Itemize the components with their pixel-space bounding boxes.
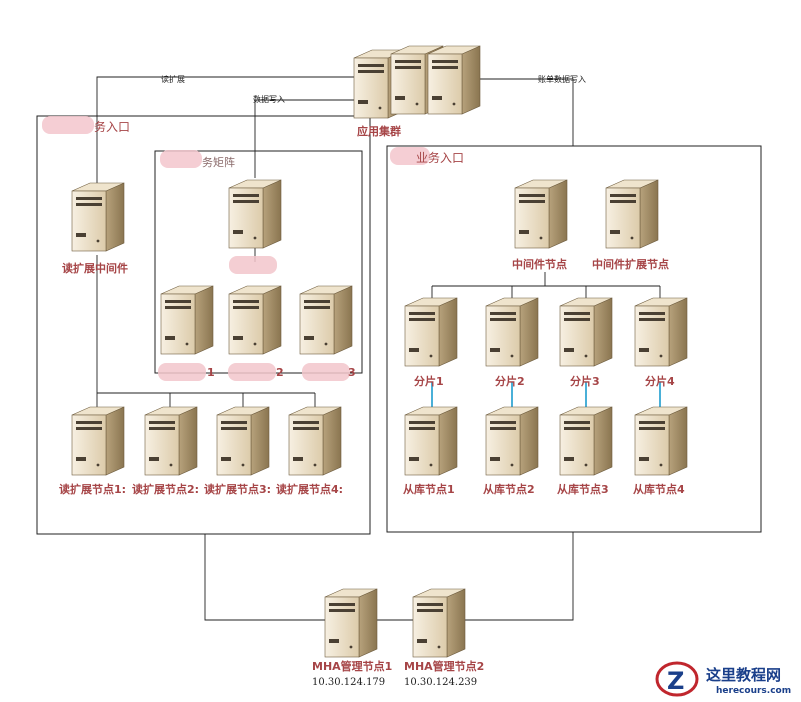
- middleware-label: 中间件节点: [512, 257, 567, 271]
- mha-server-2: [412, 588, 466, 658]
- read-expand-line: [96, 76, 358, 183]
- mha-node-1-label: MHA管理节点1: [312, 659, 392, 673]
- matrix-sub-label-3: 3: [348, 366, 356, 379]
- right-section-frame: [386, 145, 762, 533]
- slave-server-4: [634, 406, 688, 476]
- slave-server-3: [559, 406, 613, 476]
- slave-label-1: 从库节点1: [403, 482, 455, 496]
- matrix-section-title: 务矩阵: [202, 155, 235, 169]
- matrix-server-1: [160, 285, 214, 355]
- slave-server-1: [404, 406, 458, 476]
- middleware-server: [514, 179, 568, 249]
- matrix-sub-label-2: 2: [276, 366, 284, 379]
- slave-label-3: 从库节点3: [557, 482, 609, 496]
- ledger-write-line: [478, 78, 574, 146]
- shard-server-4: [634, 297, 688, 367]
- data-write-edge-label: 数据写入: [253, 94, 285, 104]
- expand-node-server-3: [216, 406, 270, 476]
- shard-server-3: [559, 297, 613, 367]
- replication-links: [431, 382, 661, 408]
- middleware-ext-server: [605, 179, 659, 249]
- app-server-3: [427, 45, 481, 115]
- redaction-blurs: [42, 116, 430, 381]
- shard-label-1: 分片1: [414, 374, 444, 388]
- matrix-top-server: [228, 179, 282, 249]
- middleware-ext-label: 中间件扩展节点: [592, 257, 669, 271]
- shard-label-3: 分片3: [570, 374, 600, 388]
- mha-node-1-ip: 10.30.124.179: [312, 677, 385, 688]
- logo-cn-text: 这里教程网: [706, 666, 781, 684]
- data-write-line: [254, 99, 358, 178]
- matrix-server-2: [228, 285, 282, 355]
- expand-node-server-2: [144, 406, 198, 476]
- shard-server-1: [404, 297, 458, 367]
- logo-en-text: herecours.com: [716, 686, 791, 696]
- connector-lines: [96, 76, 661, 621]
- slave-label-2: 从库节点2: [483, 482, 535, 496]
- left-section-title: 务入口: [94, 119, 130, 134]
- logo-ring-icon: [655, 661, 699, 697]
- shard-server-2: [485, 297, 539, 367]
- expand-node-label-4: 读扩展节点4:: [276, 482, 343, 496]
- expand-node-server-4: [288, 406, 342, 476]
- shard-label-4: 分片4: [645, 374, 675, 388]
- matrix-sub-label-1: 1: [207, 366, 215, 379]
- read-expand-edge-label: 读扩展: [161, 74, 185, 84]
- right-section-title: 业务入口: [416, 150, 464, 165]
- slave-label-4: 从库节点4: [633, 482, 685, 496]
- ledger-write-edge-label: 账单数据写入: [538, 74, 586, 84]
- logo-z-icon: Z: [667, 667, 684, 695]
- shard-label-2: 分片2: [495, 374, 525, 388]
- left-middleware-label: 读扩展中间件: [62, 261, 128, 275]
- watermark-logo: Z 这里教程网 herecours.com: [655, 661, 791, 697]
- left-middleware-server: [71, 182, 125, 252]
- expand-node-label-1: 读扩展节点1:: [59, 482, 126, 496]
- mha-server-1: [324, 588, 378, 658]
- expand-node-label-2: 读扩展节点2:: [132, 482, 199, 496]
- left-section-frame: [36, 115, 371, 535]
- expand-node-server-1: [71, 406, 125, 476]
- mha-node-2-label: MHA管理节点2: [404, 659, 484, 673]
- expand-node-label-3: 读扩展节点3:: [204, 482, 271, 496]
- slave-server-2: [485, 406, 539, 476]
- matrix-server-3: [299, 285, 353, 355]
- app-cluster-label: 应用集群: [357, 124, 401, 138]
- mha-node-2-ip: 10.30.124.239: [404, 677, 477, 688]
